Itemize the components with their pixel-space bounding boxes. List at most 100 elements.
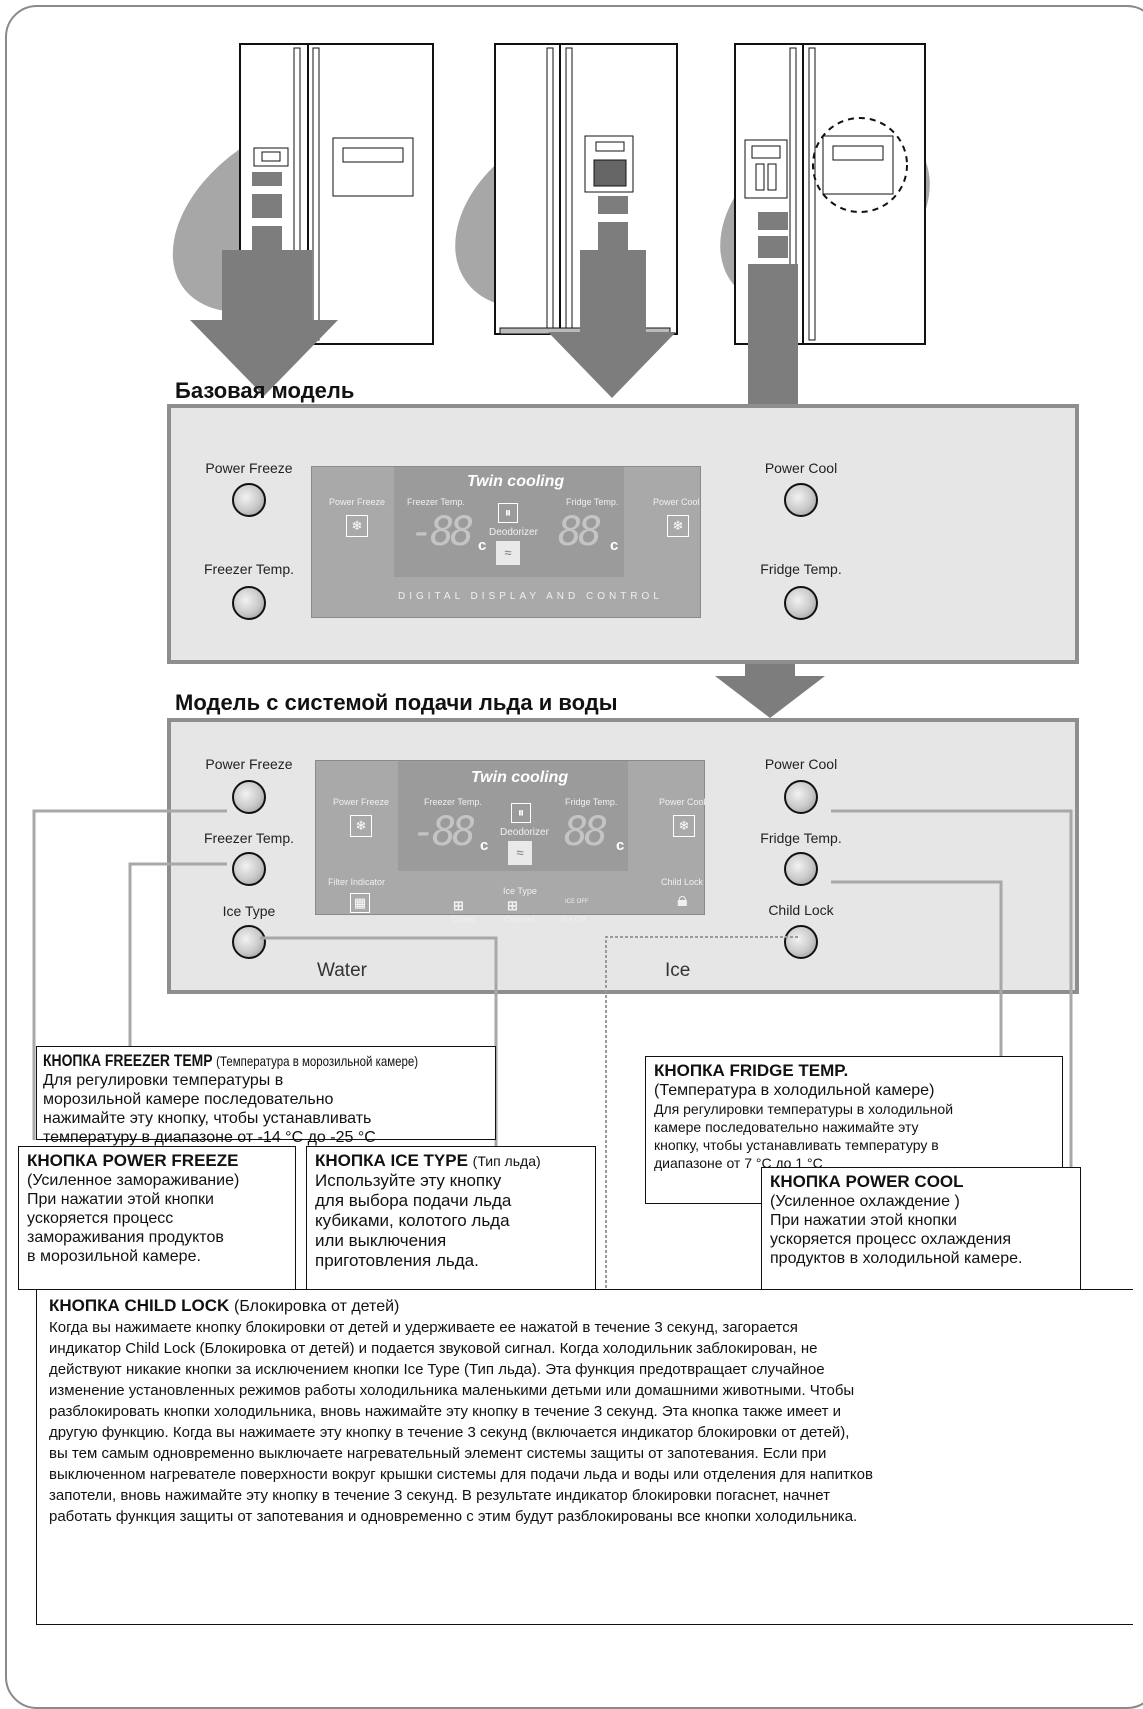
display-deodorizer: Deodorizer [489, 527, 538, 538]
callout-freezer-temp: КНОПКА FREEZER TEMP (Температура в мороз… [36, 1046, 496, 1146]
fridge-digits: 88 [558, 509, 602, 555]
ice-type-label: Ice Type [222, 903, 276, 919]
callout-power-freeze: КНОПКА POWER FREEZE (Усиленное заморажив… [18, 1146, 296, 1290]
d-freezer-digits: -88 [412, 809, 476, 855]
freezer-temp-line-4: температуру в диапазоне от -14 °C до -25… [43, 1129, 376, 1146]
power-cool-line-2: ускоряется процесс охлаждения [770, 1231, 1012, 1248]
power-freeze-button[interactable] [232, 483, 266, 517]
d-freezer-temp: Freezer Temp. [424, 797, 482, 807]
child-lock-line-1: Когда вы нажимаете кнопку блокировки от … [49, 1319, 798, 1336]
arrow-left [190, 172, 338, 396]
fan-icon: ≈ [496, 541, 520, 565]
power-freeze-line-4: в морозильной камере. [27, 1248, 201, 1265]
power-freeze-line-3: замораживания продуктов [27, 1229, 224, 1246]
callout-power-cool: КНОПКА POWER COOL (Усиленное охлаждение … [761, 1167, 1081, 1301]
child-lock-label: Child Lock [768, 902, 834, 918]
power-freeze-heading: КНОПКА POWER FREEZE [27, 1151, 239, 1170]
ice-power-freeze-button[interactable] [232, 780, 266, 814]
ice-label: Ice [665, 960, 691, 981]
ice-type-button[interactable] [232, 925, 266, 959]
d-freezer-unit: c [480, 837, 489, 854]
child-lock-line-10: работать функция защиты от запотевания и… [49, 1508, 858, 1525]
power-cool-sub: (Усиленное охлаждение ) [770, 1193, 960, 1210]
display-title: Twin cooling [467, 473, 565, 490]
child-lock-button[interactable] [784, 925, 818, 959]
fridge-temp-line-2: камере последовательно нажимайте эту [654, 1119, 919, 1135]
ice-type-line-3: кубиками, колотого льда [315, 1211, 510, 1230]
ice-type-line-2: для выбора подачи льда [315, 1191, 512, 1210]
child-lock-line-5: разблокировать кнопки холодильника, внов… [49, 1403, 842, 1420]
ice-power-cool-label: Power Cool [764, 756, 838, 772]
display-power-freeze: Power Freeze [329, 497, 386, 507]
refrigerator-illustrations [172, 43, 930, 420]
power-freeze-line-1: При нажатии этой кнопки [27, 1191, 214, 1208]
ice-freezer-temp-button[interactable] [232, 852, 266, 886]
d-deodorizer-icon: ⏸ [511, 803, 531, 823]
fridge-temp-line-1: Для регулировки температуры в холодильно… [654, 1101, 954, 1117]
ice-type-heading: КНОПКА ICE TYPE (Тип льда) [315, 1151, 541, 1170]
arrow-right [748, 212, 798, 420]
child-lock-heading: КНОПКА CHILD LOCK (Блокировка от детей) [49, 1296, 400, 1315]
dispenser-control-panel: Power Freeze Freezer Temp. Ice Type Powe… [167, 718, 1079, 994]
ice-type-line-1: Используйте эту кнопку [315, 1171, 502, 1190]
crushed-ice-icon: ⊞ [507, 898, 518, 913]
ice-fridge-temp-button[interactable] [784, 852, 818, 886]
freezer-temp-heading: КНОПКА FREEZER TEMP (Температура в мороз… [43, 1051, 419, 1070]
lock-icon: 🔒︎ [677, 889, 688, 911]
power-cool-line-1: При нажатии этой кнопки [770, 1212, 957, 1229]
ice-fridge-temp-label: Fridge Temp. [760, 830, 842, 846]
d-cubed: Cubed [451, 915, 475, 924]
power-freeze-label: Power Freeze [205, 460, 293, 476]
arrow-center [548, 196, 676, 398]
power-freeze-line-2: ускоряется процесс [27, 1210, 174, 1227]
callout-ice-type: КНОПКА ICE TYPE (Тип льда) Используйте э… [306, 1146, 596, 1290]
d-deodorizer: Deodorizer [500, 827, 549, 838]
power-cool-heading: КНОПКА POWER COOL [770, 1172, 964, 1191]
child-lock-line-9: запотели, вновь нажимайте эту кнопку в т… [49, 1487, 830, 1504]
freezer-temp-label: Freezer Temp. [204, 561, 294, 577]
d-filter-indicator: Filter Indicator [328, 877, 386, 887]
child-lock-line-7: вы тем самым одновременно выключаете наг… [49, 1445, 827, 1462]
freezer-temp-line-3: нажимайте эту кнопку, чтобы устанавливат… [43, 1110, 372, 1127]
cubed-ice-icon: ⊞ [453, 898, 464, 913]
child-lock-line-8: выключенном нагревателе поверхности вокр… [49, 1466, 873, 1483]
child-lock-line-3: действуют никакие кнопки за исключением … [49, 1361, 825, 1378]
snowflake-icon: ❄ [346, 515, 368, 537]
callout-child-lock: КНОПКА CHILD LOCK (Блокировка от детей) … [36, 1289, 1133, 1625]
d-power-freeze: Power Freeze [333, 797, 390, 807]
child-lock-line-4: изменение установленных режимов работы х… [49, 1382, 855, 1399]
filter-icon: ▦ [350, 893, 370, 913]
d-fridge-digits: 88 [564, 809, 608, 855]
d-ice-off: Ice Off [562, 915, 586, 924]
display-footer: DIGITAL DISPLAY AND CONTROL [398, 591, 663, 602]
drop-icon: ❄ [667, 515, 689, 537]
display-freezer-temp: Freezer Temp. [407, 497, 465, 507]
water-label: Water [317, 960, 367, 981]
basic-control-panel: Power Freeze Freezer Temp. Power Cool Fr… [167, 404, 1079, 664]
fridge-temp-button[interactable] [784, 586, 818, 620]
freezer-unit: c [478, 537, 487, 554]
freezer-temp-button[interactable] [232, 586, 266, 620]
dispenser-model-title: Модель с системой подачи льда и воды [175, 690, 618, 715]
ice-power-cool-button[interactable] [784, 780, 818, 814]
freezer-temp-line-2: морозильной камере последовательно [43, 1091, 334, 1108]
ice-off-icon: ICE OFF [565, 899, 589, 905]
display-power-cool: Power Cool [653, 497, 700, 507]
display-fridge-temp: Fridge Temp. [566, 497, 619, 507]
d-drop-icon: ❄ [673, 815, 695, 837]
ice-freezer-temp-label: Freezer Temp. [204, 830, 294, 846]
fridge-temp-line-3: кнопку, чтобы устанавливать температуру … [654, 1137, 939, 1153]
power-cool-label: Power Cool [764, 460, 838, 476]
d-power-cool: Power Cool [659, 797, 706, 807]
child-lock-line-6: другую функцию. Когда вы нажимаете эту к… [49, 1424, 850, 1441]
ice-type-line-5: приготовления льда. [315, 1251, 479, 1270]
child-lock-line-2: индикатор Child Lock (Блокировка от дете… [49, 1340, 818, 1357]
fridge-temp-sub: (Температура в холодильной камере) [654, 1082, 935, 1099]
digital-display: Twin cooling Power Freeze ❄ Freezer Temp… [311, 466, 701, 618]
d-crushed: Crushed [504, 915, 535, 924]
d-snowflake-icon: ❄ [350, 815, 372, 837]
power-cool-button[interactable] [784, 483, 818, 517]
fridge-temp-label: Fridge Temp. [760, 561, 842, 577]
power-cool-line-3: продуктов в холодильной камере. [770, 1250, 1023, 1267]
d-ice-type: Ice Type [503, 886, 537, 896]
